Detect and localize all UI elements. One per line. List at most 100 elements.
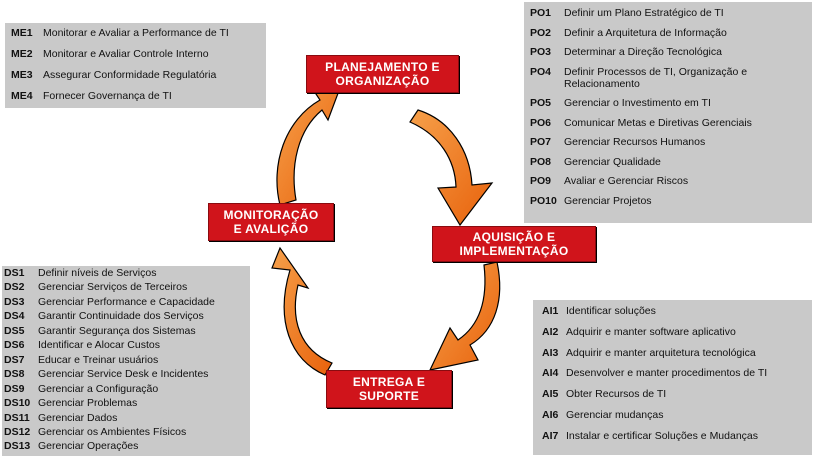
process-description: Definir a Arquitetura de Informação [564, 26, 727, 39]
process-code: DS9 [4, 382, 25, 395]
process-item: DS4 Garantir Continuidade dos Serviços [4, 310, 204, 322]
process-code: ME3 [11, 69, 33, 81]
process-description: Gerenciar Performance e Capacidade [38, 295, 215, 308]
process-item: DS11 Gerenciar Dados [4, 412, 117, 424]
process-code: PO3 [530, 46, 552, 58]
arrow-po-to-ai [409, 109, 494, 227]
process-description: Garantir Segurança dos Sistemas [38, 324, 196, 337]
process-code: DS7 [4, 353, 25, 366]
process-code: DS8 [4, 368, 25, 381]
process-item: PO4 Definir Processos de TI, Organização … [530, 66, 747, 78]
process-code: DS13 [4, 440, 31, 453]
process-description: Desenvolver e manter procedimentos de TI [566, 367, 768, 380]
process-description: Gerenciar Problemas [38, 397, 138, 410]
process-item: AI3 Adquirir e manter arquitetura tecnoló… [542, 347, 756, 359]
process-item: DS9 Gerenciar a Configuração [4, 383, 158, 395]
process-description: Gerenciar Projetos [564, 194, 652, 207]
process-code: PO6 [530, 116, 552, 129]
phase-label-line1: ENTREGA E [352, 375, 426, 389]
process-code: AI1 [542, 305, 559, 317]
process-description: Adquirir e manter arquitetura tecnológic… [566, 346, 756, 359]
arrow-me-to-po [276, 87, 341, 206]
phase-monitoracao-avaliacao: MONITORAÇÃO E AVALIÇÃO [208, 203, 334, 241]
phase-label-line2: SUPORTE [358, 389, 420, 403]
process-code: DS4 [4, 310, 25, 323]
process-item: PO8 Gerenciar Qualidade [530, 156, 661, 168]
process-code: PO4 [530, 65, 552, 78]
arrow-ai-to-ds [428, 261, 501, 371]
process-description: Gerenciar Operações [38, 440, 139, 453]
process-item: PO9 Avaliar e Gerenciar Riscos [530, 175, 688, 187]
phase-label-line2: E AVALIÇÃO [233, 222, 309, 236]
process-code: AI2 [542, 325, 559, 338]
phase-label-line2: ORGANIZAÇÃO [335, 74, 430, 88]
process-code: DS11 [4, 411, 30, 424]
process-code: AI4 [542, 367, 559, 380]
process-description: Fornecer Governança de TI [43, 90, 172, 102]
process-item: AI5 Obter Recursos de TI [542, 388, 666, 400]
process-description-cont: Relacionamento [564, 77, 640, 90]
process-code: PO9 [530, 175, 552, 187]
arrow-ds-to-me [271, 246, 333, 376]
process-code: DS1 [4, 267, 25, 279]
process-item: PO3 Determinar a Direção Tecnológica [530, 46, 722, 58]
process-code: DS2 [4, 281, 25, 294]
process-code: AI5 [542, 388, 559, 401]
phase-entrega-suporte: ENTREGA E SUPORTE [326, 370, 452, 408]
process-description: Assegurar Conformidade Regulatória [43, 69, 217, 81]
process-description: Instalar e certificar Soluções e Mudança… [566, 429, 759, 442]
process-description: Gerenciar Qualidade [564, 155, 661, 168]
process-description: Gerenciar a Configuração [38, 382, 159, 395]
process-description: Gerenciar Dados [38, 411, 118, 424]
process-code: AI3 [542, 346, 559, 359]
process-code: PO7 [530, 136, 552, 148]
process-code: DS10 [4, 397, 31, 410]
process-code: PO8 [530, 155, 552, 168]
process-description: Identificar soluções [566, 305, 656, 317]
process-item: DS8 Gerenciar Service Desk e Incidentes [4, 368, 208, 380]
process-code: AI6 [542, 409, 559, 421]
process-code: PO2 [530, 26, 552, 39]
process-item: AI4 Desenvolver e manter procedimentos de… [542, 367, 767, 379]
process-description: Determinar a Direção Tecnológica [564, 46, 722, 58]
process-code: PO5 [530, 97, 552, 109]
process-description: Gerenciar Recursos Humanos [564, 136, 706, 148]
process-code: ME4 [11, 90, 33, 102]
process-description: Obter Recursos de TI [566, 388, 667, 401]
process-description: Gerenciar os Ambientes Físicos [38, 425, 187, 438]
process-code: ME2 [11, 48, 33, 60]
phase-label-line1: MONITORAÇÃO [223, 208, 319, 222]
process-description: Avaliar e Gerenciar Riscos [564, 175, 689, 187]
phase-label-line2: IMPLEMENTAÇÃO [459, 244, 569, 258]
process-code: DS12 [4, 425, 31, 438]
process-item: ME3 Assegurar Conformidade Regulatória [11, 69, 216, 81]
process-description: Garantir Continuidade dos Serviços [38, 310, 204, 323]
process-description: Comunicar Metas e Diretivas Gerenciais [564, 116, 752, 129]
me-processes-panel: ME1 Monitorar e Avaliar a Performance de … [5, 23, 266, 108]
process-code: AI7 [542, 429, 559, 442]
process-description: Definir Processos de TI, Organização e [564, 65, 748, 78]
phase-planejamento-organizacao: PLANEJAMENTO E ORGANIZAÇÃO [306, 55, 459, 93]
process-item: AI1 Identificar soluções [542, 305, 656, 317]
process-code: ME1 [11, 27, 33, 39]
process-description: Gerenciar Service Desk e Incidentes [38, 368, 209, 381]
process-item: PO2 Definir a Arquitetura de Informação [530, 27, 727, 39]
process-description: Monitorar e Avaliar a Performance de TI [43, 27, 229, 39]
process-item: AI7 Instalar e certificar Soluções e Muda… [542, 430, 758, 442]
phase-label-line1: AQUISIÇÃO E [472, 230, 556, 244]
process-item: DS10 Gerenciar Problemas [4, 397, 137, 409]
process-item: DS12 Gerenciar os Ambientes Físicos [4, 426, 186, 438]
process-code: DS3 [4, 295, 25, 308]
